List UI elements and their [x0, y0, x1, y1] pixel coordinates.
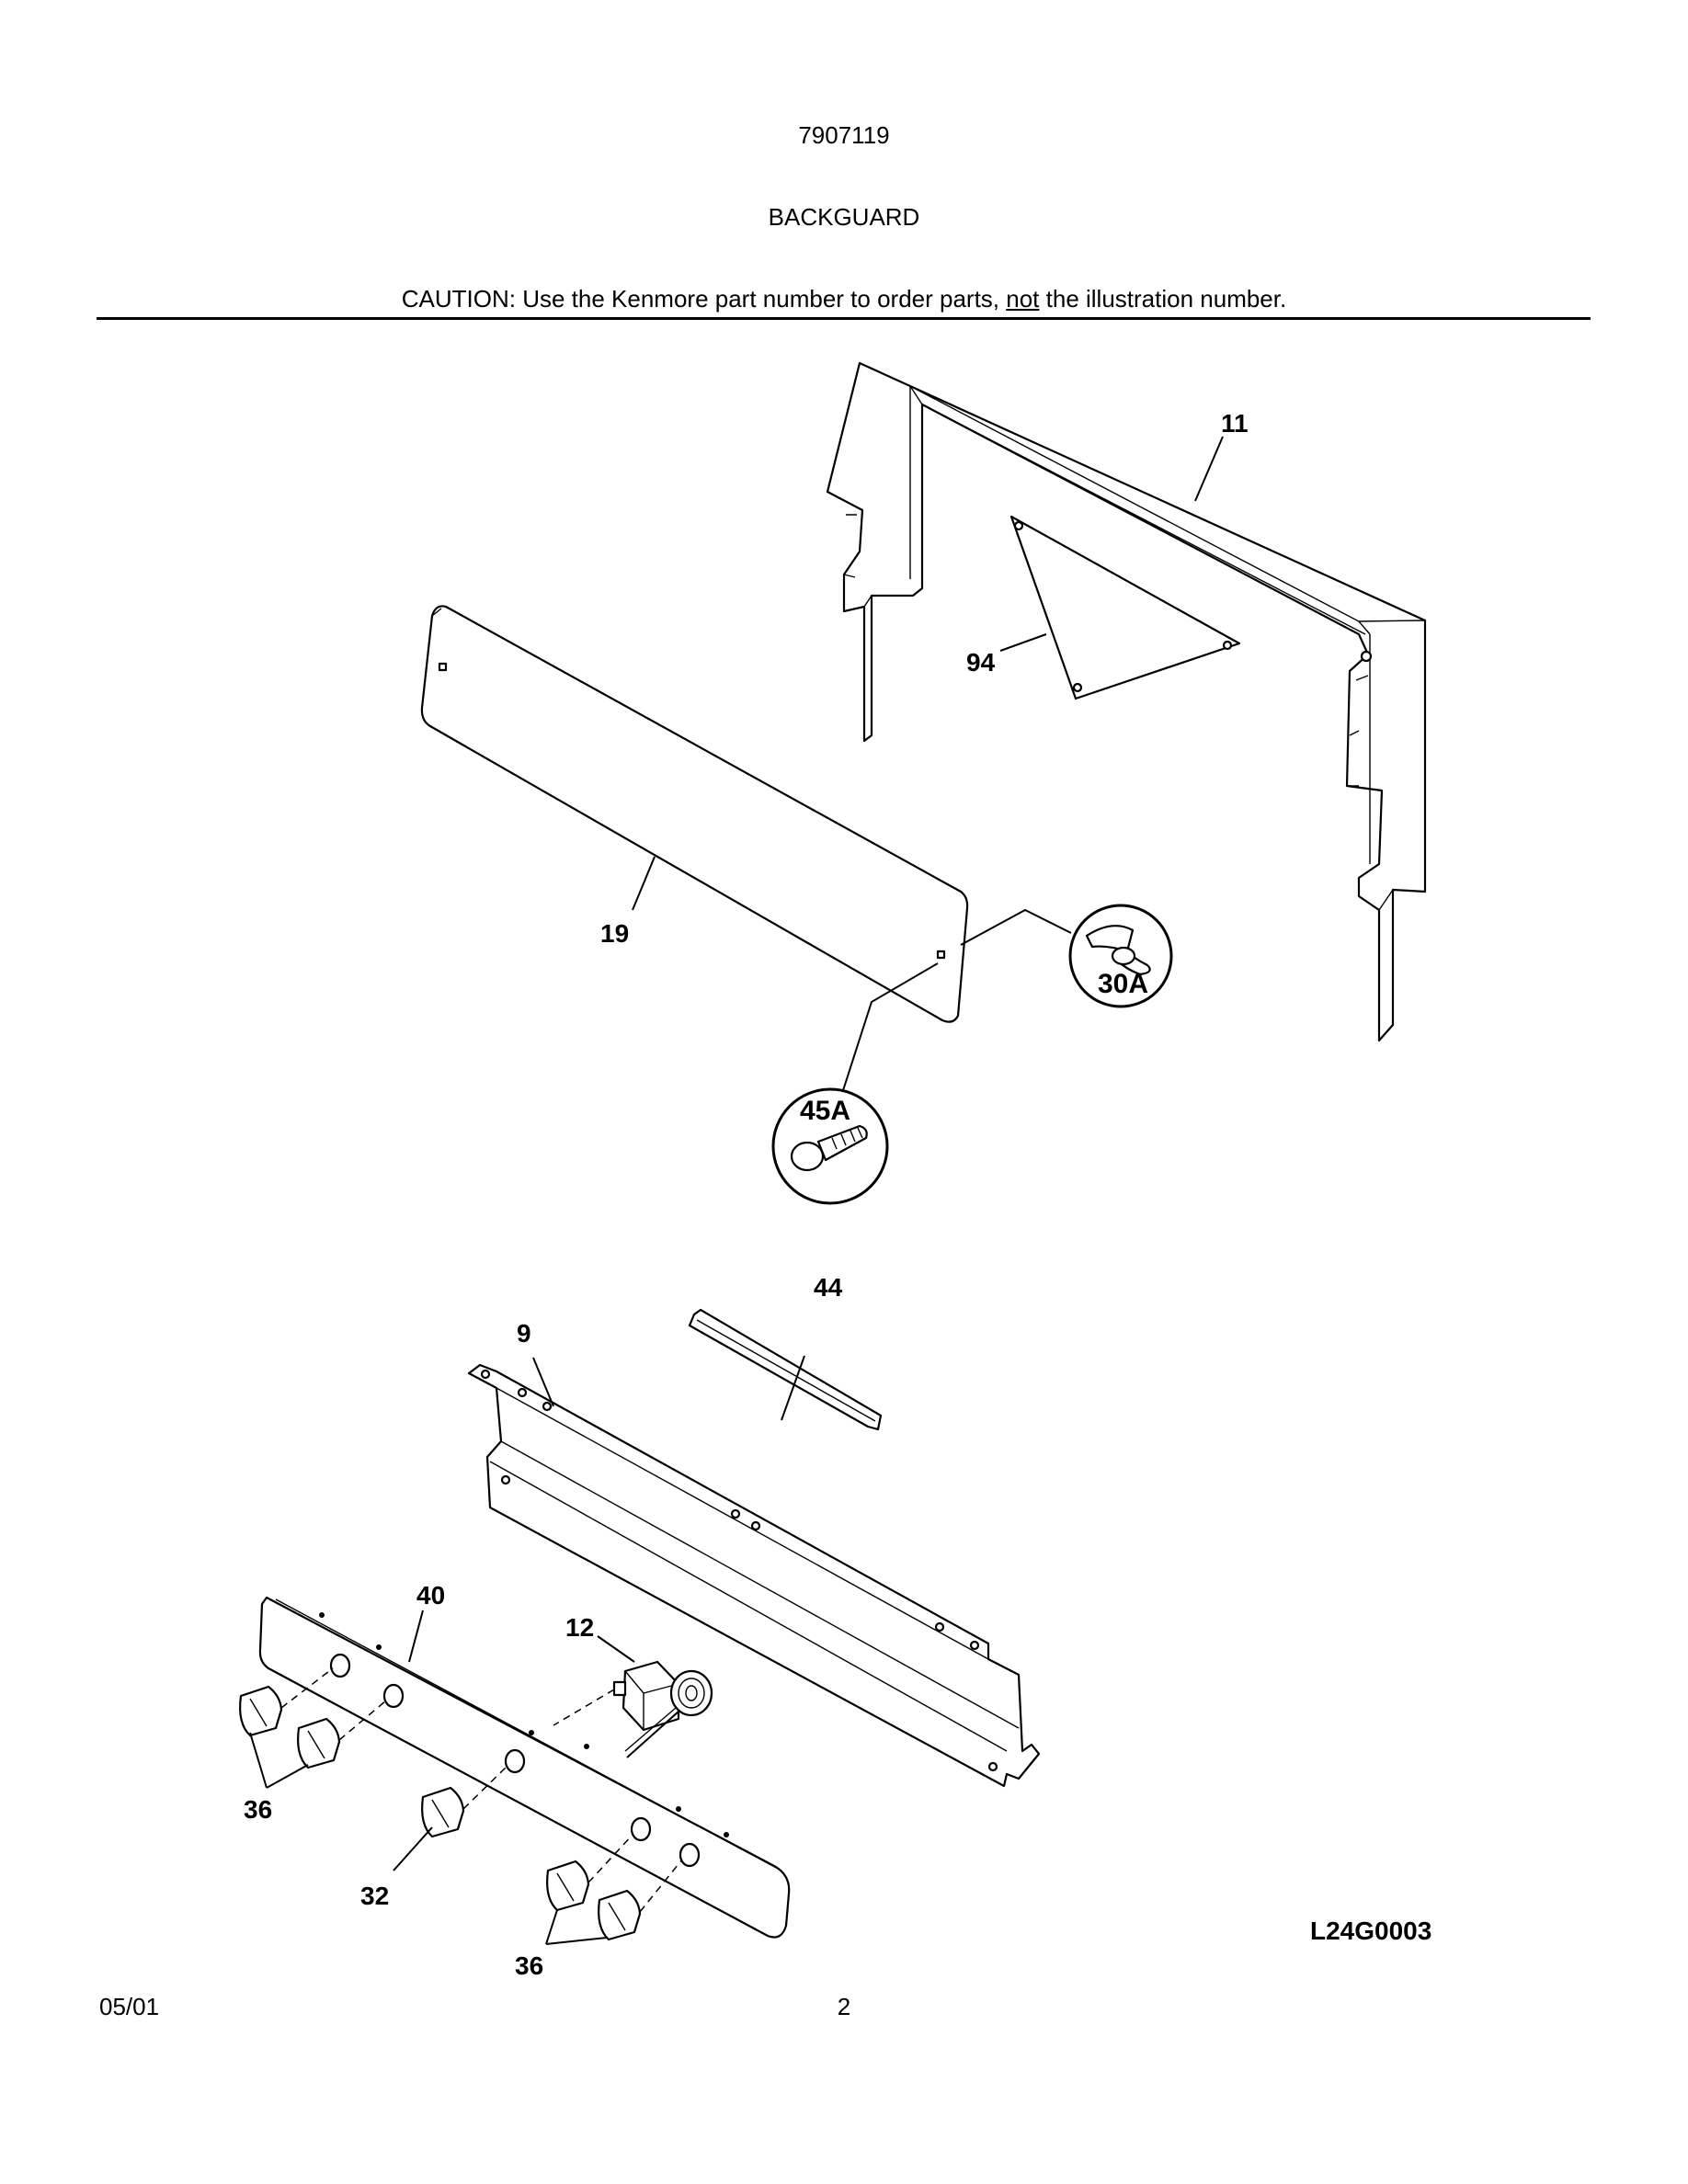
control-panel [467, 1363, 1041, 1788]
knob-left-2 [297, 1717, 341, 1769]
front-panel [420, 605, 969, 1023]
thermostat [597, 1635, 713, 1758]
knob-right-1 [546, 1860, 590, 1912]
wing-nut-callout [960, 904, 1173, 1008]
caution-suffix: the illustration number. [1039, 285, 1287, 313]
callout-40: 40 [416, 1581, 445, 1610]
knob-left-1 [239, 1685, 283, 1737]
callout-32: 32 [360, 1882, 389, 1910]
callout-19: 19 [600, 919, 629, 948]
callout-11: 11 [1221, 409, 1249, 438]
callout-36-left: 36 [244, 1795, 272, 1824]
manifold-panel [258, 1596, 791, 1939]
backguard-frame [826, 361, 1427, 1042]
callout-36-right: 36 [515, 1951, 543, 1980]
callout-9: 9 [517, 1319, 531, 1348]
carriage-bolt-callout [771, 962, 939, 1205]
footer-page-number: 2 [837, 1993, 851, 2020]
callout-12: 12 [565, 1613, 594, 1642]
section-title: BACKGUARD [768, 203, 920, 231]
caution-text: CAUTION: Use the Kenmore part number to … [0, 285, 1688, 313]
diagram-code: L24G0003 [1310, 1917, 1431, 1945]
callout-30A: 30A [1098, 969, 1148, 999]
knob-center [421, 1786, 465, 1838]
trim-strip [688, 1308, 883, 1431]
footer-date: 05/01 [99, 1993, 160, 2020]
callout-44: 44 [814, 1273, 843, 1302]
callout-45A: 45A [800, 1096, 850, 1126]
triangle-bracket [1009, 515, 1241, 700]
callout-94: 94 [966, 648, 996, 677]
header-rule [97, 317, 1591, 320]
caution-emphasis: not [1006, 285, 1040, 313]
caution-prefix: CAUTION: Use the Kenmore part number to … [401, 285, 1007, 313]
knob-right-2 [598, 1889, 642, 1941]
model-number: 7907119 [798, 121, 890, 149]
